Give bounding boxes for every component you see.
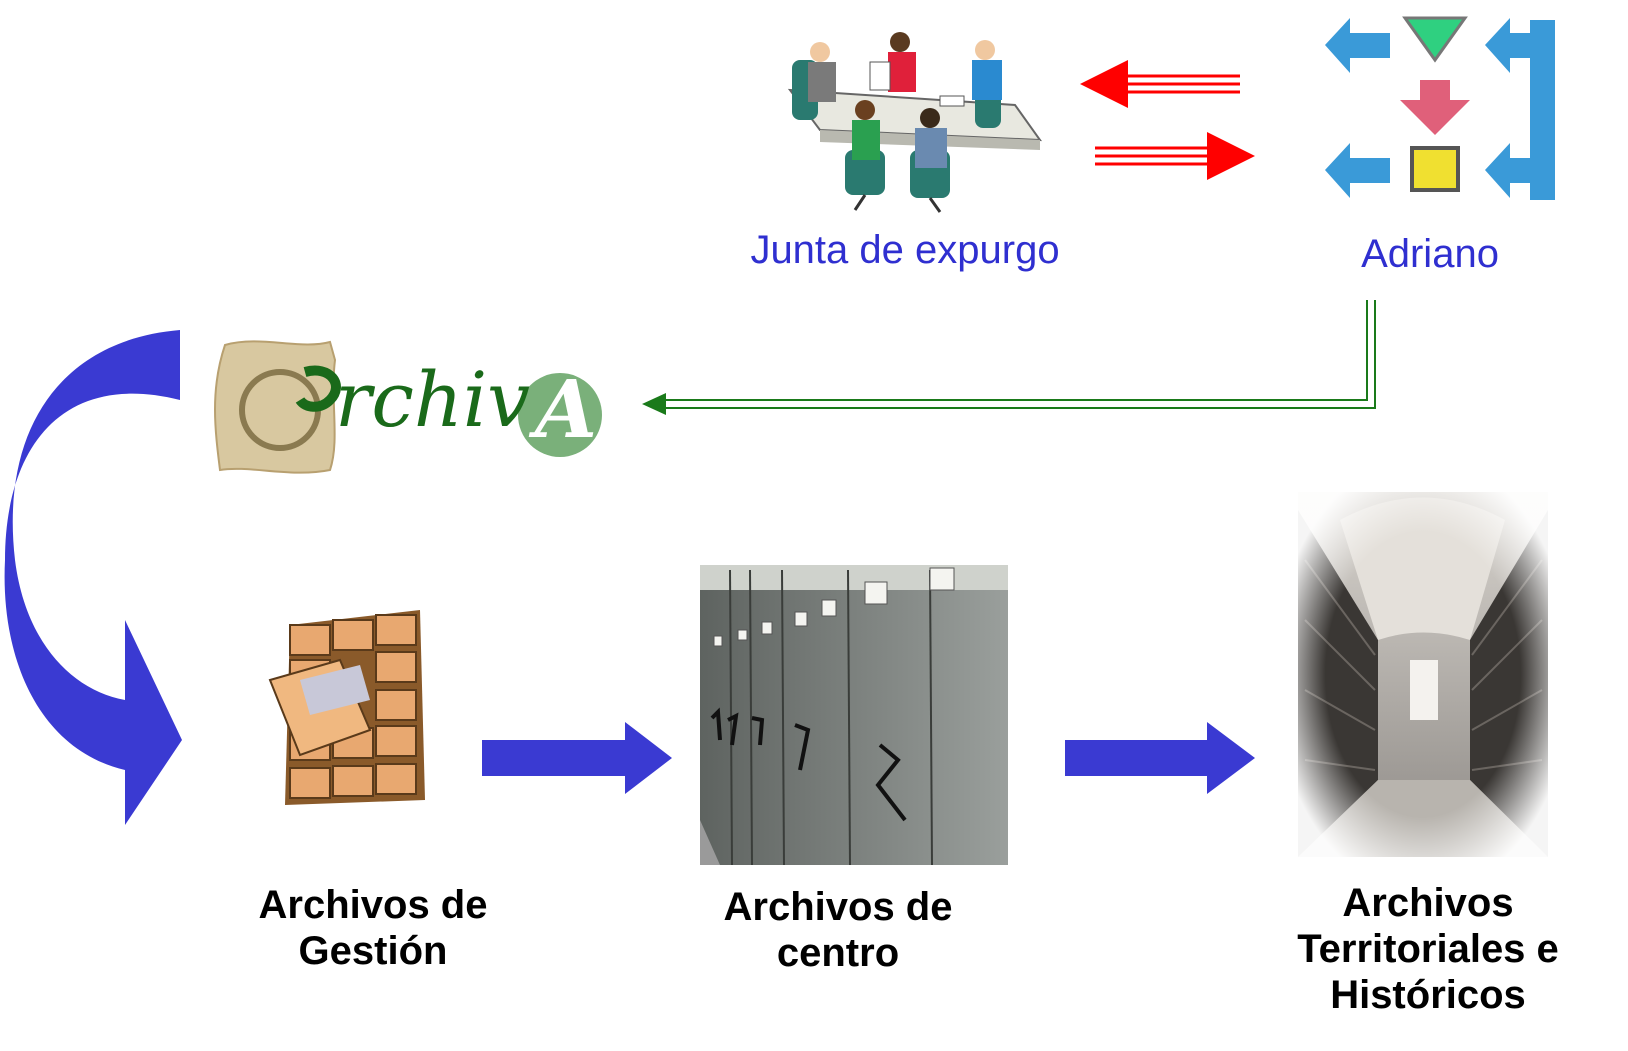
- card-catalog-drawers-icon: [268, 610, 425, 805]
- archive-corridor-photo: [1298, 492, 1548, 857]
- blue-arrow-centro-to-territoriales: [1065, 722, 1255, 794]
- red-arrow-to-junta: [1080, 60, 1240, 108]
- curved-blue-arrow: [4, 330, 182, 825]
- territoriales-label-line3: Históricos: [1330, 973, 1526, 1017]
- centro-label-line1: Archivos de: [723, 885, 953, 929]
- red-arrow-to-adriano: [1095, 132, 1255, 180]
- junta-label: Junta de expurgo: [750, 228, 1060, 272]
- meeting-people-icon: [787, 32, 1043, 213]
- territoriales-label: Archivos Territoriales e Históricos: [1268, 880, 1588, 1018]
- blue-arrow-gestion-to-centro: [482, 722, 672, 794]
- green-arrow-to-archiva: [642, 300, 1376, 415]
- archiva-logo: [214, 340, 602, 474]
- centro-label: Archivos de centro: [683, 884, 993, 976]
- archiva-logo-letter: A: [535, 362, 598, 456]
- centro-label-line2: centro: [776, 931, 900, 975]
- gestion-label: Archivos de Gestión: [218, 882, 528, 974]
- adriano-arrows-logo-icon: [1325, 16, 1555, 200]
- territoriales-label-line1: Archivos: [1342, 881, 1514, 925]
- territoriales-label-line2: Territoriales e: [1297, 927, 1559, 971]
- adriano-label: Adriano: [1361, 232, 1499, 276]
- gestion-label-line1: Archivos de: [258, 883, 488, 927]
- gestion-label-line2: Gestión: [298, 929, 448, 973]
- archiva-logo-text: rchiv: [335, 355, 531, 444]
- mobile-shelving-photo: [700, 565, 1008, 866]
